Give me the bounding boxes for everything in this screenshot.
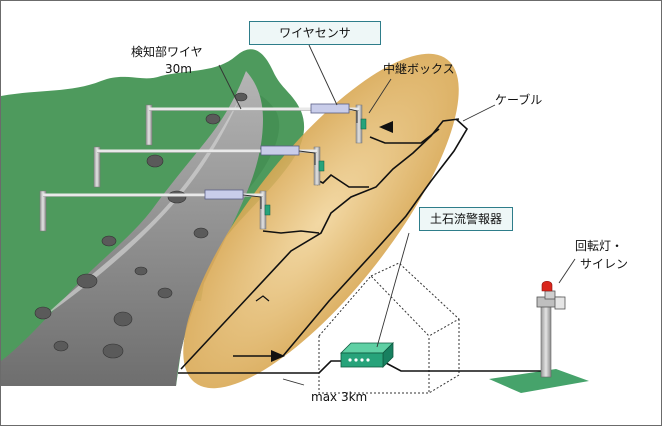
sensor-lead [348,108,358,123]
wire-sensor-box [260,145,300,156]
wire-post-left [39,190,47,232]
debris-gully [1,71,263,386]
alarm-unit-label: 土石流警報器 [419,207,513,231]
wire-post-left [145,104,153,146]
boulder [134,266,148,276]
boulder [113,311,133,327]
sensor-lead [298,150,316,165]
sensor-lead [242,194,262,209]
cable-arrow-bottom [271,350,285,362]
boulder [34,306,52,320]
wire-length-label: 30m [165,62,192,76]
detection-wire-label: 検知部ワイヤ [131,45,203,59]
beacon-pole [536,280,566,378]
boulder [76,273,98,289]
callout-lines [218,44,576,386]
cable-arrow-top [379,121,393,133]
shelter-outline [318,262,460,394]
wire-sensor-label: ワイヤセンサ [249,21,381,45]
cable-route [178,118,549,374]
beacon-label-line1: 回転灯・ [575,239,624,253]
relay-box [318,160,325,172]
boulder [205,113,221,125]
boulder [193,227,209,239]
boulder [146,154,164,168]
relay-box [360,118,367,130]
wire-post-left [93,146,101,188]
wire-sensor-group [39,103,367,232]
boulder [157,287,173,299]
boulder [167,190,187,204]
alarm-unit [340,342,394,368]
wire-sensor-box [204,189,244,200]
boulder [53,340,69,352]
boulder [101,235,117,247]
detection-zone [183,53,459,389]
cable-label: ケーブル [495,93,543,107]
cable-arrow-mid [255,295,270,302]
relay-box [264,204,271,216]
ground-pad [489,369,589,393]
max-distance-label: max 3km [311,390,368,404]
wire-sensor-box [310,103,350,114]
relay-box-label: 中継ボックス [383,62,455,76]
boulder [102,343,124,359]
beacon-label-line2: サイレン [580,257,629,271]
